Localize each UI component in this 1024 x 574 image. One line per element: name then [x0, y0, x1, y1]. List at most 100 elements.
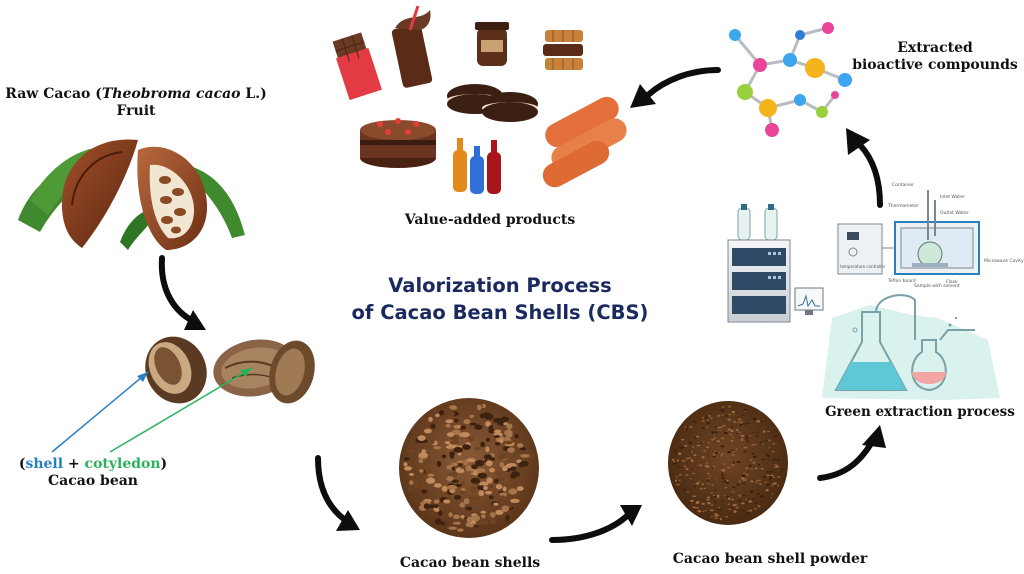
texture-speck: [731, 463, 735, 467]
texture-speck: [747, 513, 751, 515]
texture-speck: [689, 426, 693, 428]
texture-speck: [738, 431, 742, 433]
texture-speck: [707, 415, 712, 417]
texture-speck: [717, 451, 720, 454]
texture-speck: [693, 454, 697, 456]
texture-speck: [745, 467, 749, 470]
texture-speck: [752, 455, 757, 459]
texture-speck: [687, 457, 692, 460]
texture-speck: [472, 417, 477, 421]
texture-speck: [731, 498, 734, 501]
texture-speck: [463, 498, 470, 505]
texture-speck: [751, 444, 755, 446]
texture-speck: [742, 479, 747, 482]
texture-speck: [446, 432, 455, 437]
texture-speck: [705, 462, 708, 465]
texture-speck: [706, 479, 710, 482]
texture-speck: [704, 417, 707, 419]
texture-speck: [727, 467, 731, 469]
texture-speck: [684, 445, 688, 447]
texture-speck: [723, 431, 728, 435]
texture-speck: [710, 492, 714, 494]
texture-speck: [453, 447, 464, 453]
texture-speck: [769, 476, 773, 479]
texture-speck: [738, 494, 742, 497]
texture-speck: [409, 480, 414, 485]
texture-speck: [699, 464, 703, 466]
texture-speck: [465, 465, 473, 471]
texture-speck: [494, 429, 502, 434]
texture-speck: [728, 405, 731, 408]
compounds-line-1: Extracted: [897, 40, 973, 56]
texture-speck: [407, 487, 413, 492]
label-bioactive-compounds: Extracted bioactive compounds: [850, 40, 1020, 74]
texture-speck: [721, 452, 725, 455]
texture-speck: [449, 488, 456, 494]
title-line-2: of Cacao Bean Shells (CBS): [351, 301, 649, 324]
texture-speck: [690, 499, 694, 502]
texture-speck: [459, 502, 465, 508]
texture-speck: [683, 465, 686, 468]
texture-speck: [771, 493, 774, 495]
texture-speck: [752, 418, 757, 421]
texture-speck: [459, 468, 464, 473]
cake-icon: [360, 118, 436, 168]
texture-speck: [743, 447, 748, 449]
texture-speck: [763, 476, 766, 478]
texture-speck: [772, 458, 776, 461]
texture-speck: [502, 486, 507, 492]
texture-speck: [446, 476, 454, 482]
texture-speck: [481, 403, 487, 409]
texture-speck: [449, 440, 460, 445]
texture-speck: [426, 477, 436, 484]
texture-speck: [460, 515, 465, 519]
texture-speck: [733, 420, 736, 423]
texture-speck: [724, 487, 728, 489]
texture-speck: [722, 463, 726, 465]
texture-speck: [731, 436, 734, 438]
jar-icon: [475, 22, 509, 66]
texture-speck: [510, 498, 520, 503]
texture-speck: [707, 477, 710, 479]
texture-speck: [433, 499, 440, 504]
arrow-bean-to-shells: [315, 455, 360, 531]
texture-speck: [761, 468, 764, 470]
texture-speck: [707, 476, 710, 478]
texture-speck: [510, 473, 517, 479]
texture-speck: [699, 487, 703, 490]
texture-speck: [502, 465, 508, 472]
texture-speck: [757, 463, 760, 466]
texture-speck: [721, 406, 725, 408]
texture-speck: [754, 502, 757, 505]
texture-speck: [741, 437, 744, 440]
texture-speck: [760, 495, 764, 498]
texture-speck: [759, 483, 762, 486]
texture-speck: [469, 422, 477, 426]
texture-speck: [477, 472, 487, 479]
texture-speck: [686, 491, 690, 493]
label-raw-cacao-fruit: Raw Cacao (Theobroma cacao L.) Fruit: [0, 86, 272, 120]
cotyledon-word: cotyledon: [84, 456, 161, 472]
texture-speck: [745, 502, 748, 504]
texture-speck: [702, 427, 705, 430]
texture-speck: [519, 482, 527, 486]
texture-speck: [749, 509, 753, 512]
texture-speck: [749, 458, 753, 462]
texture-speck: [445, 445, 456, 449]
texture-speck: [485, 446, 490, 453]
texture-speck: [702, 441, 705, 443]
texture-speck: [495, 509, 504, 515]
texture-speck: [690, 468, 693, 470]
texture-speck: [721, 477, 725, 480]
flask-icon: [822, 294, 1000, 400]
texture-speck: [454, 418, 459, 423]
texture-speck: [707, 465, 710, 468]
texture-speck: [706, 483, 711, 485]
texture-speck: [704, 509, 707, 512]
texture-speck: [769, 496, 771, 499]
texture-speck: [452, 521, 461, 525]
texture-speck: [746, 440, 750, 443]
texture-speck: [695, 482, 700, 485]
texture-speck: [697, 510, 702, 513]
texture-speck: [720, 454, 723, 457]
